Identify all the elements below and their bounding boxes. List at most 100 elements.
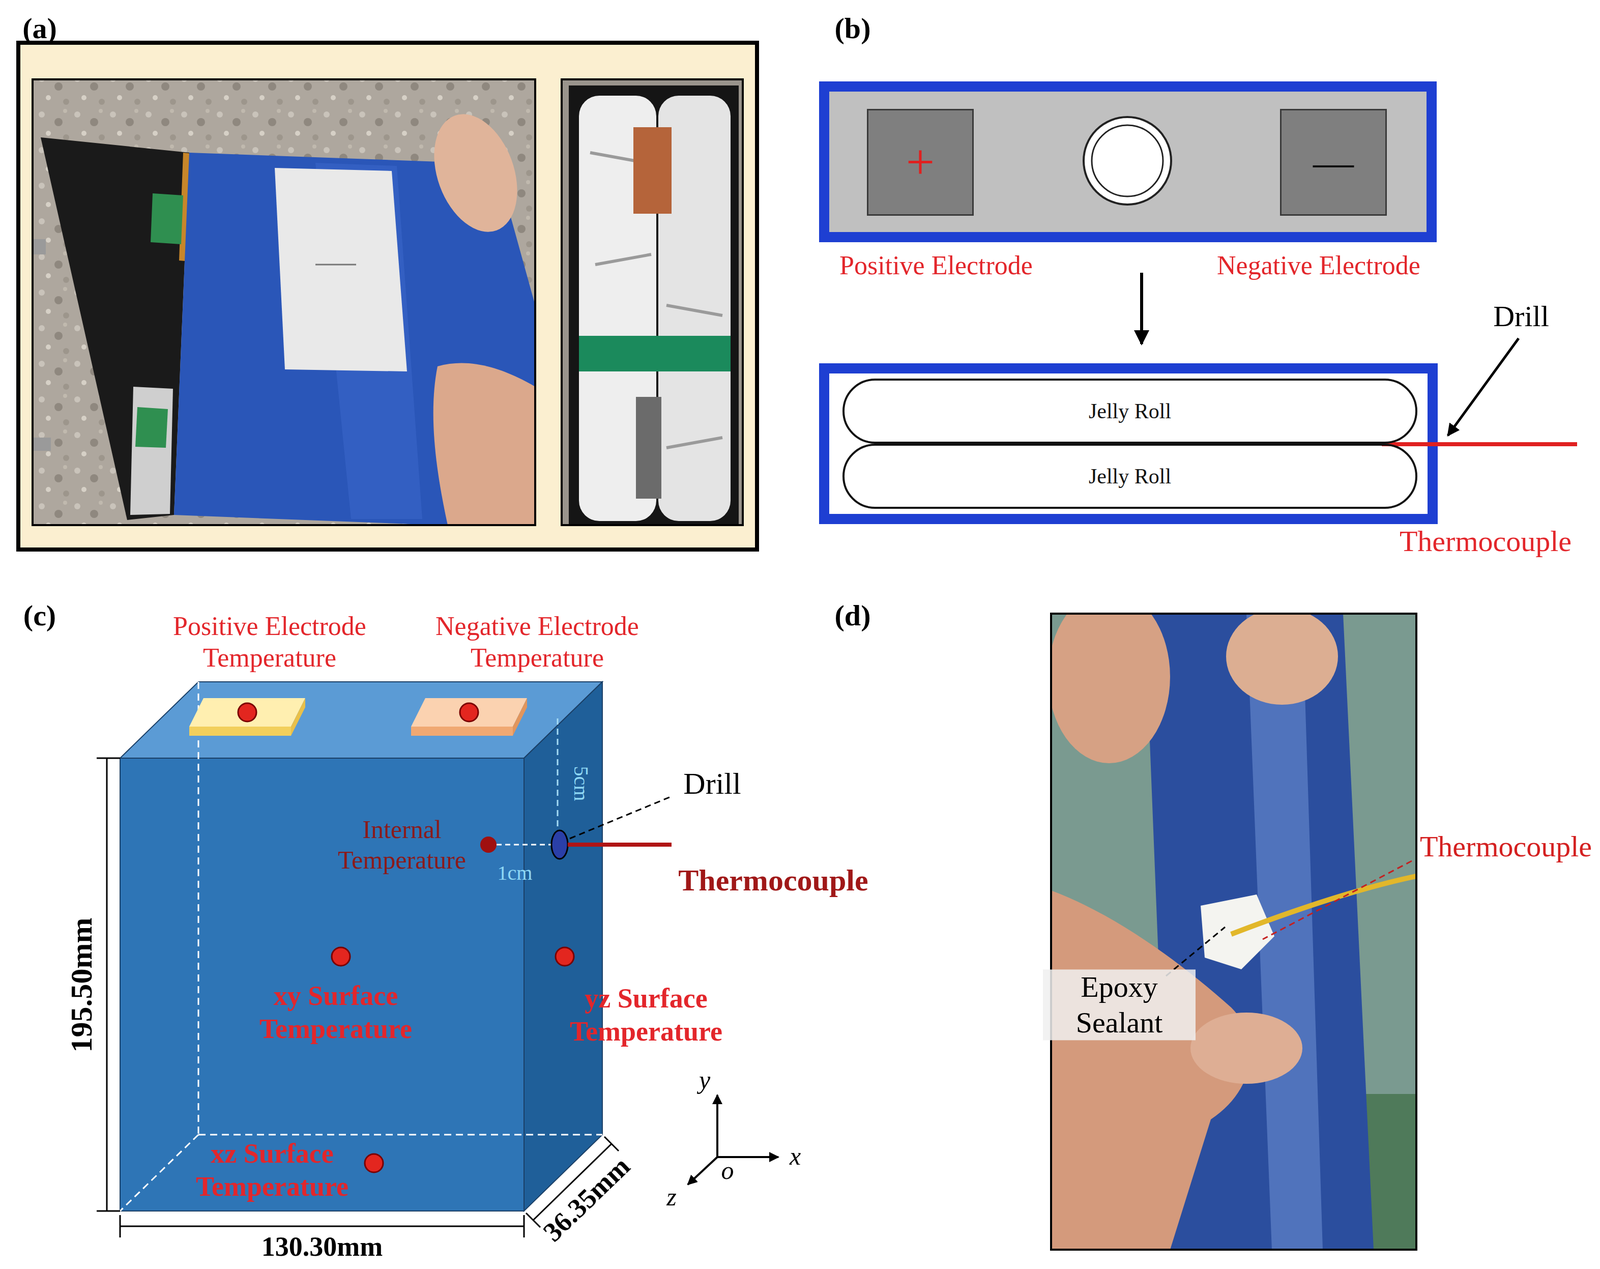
terminal-box: +	[866, 108, 974, 216]
part-label-holder: Drill	[1493, 298, 1550, 335]
photo-panel-a	[18, 42, 758, 550]
side-face	[524, 681, 603, 1211]
illustration-shape	[150, 193, 184, 245]
illustration-shape	[189, 726, 292, 736]
battery-photo	[32, 79, 536, 526]
part-label-holder: Positive Electrode	[839, 249, 1033, 282]
illustration-shape	[411, 697, 528, 727]
sensor-label: Negative Electrode Temperature	[417, 610, 657, 675]
dimension-label: 5cm	[568, 766, 594, 802]
illustration-shape	[512, 697, 528, 736]
dimension-label: 130.30mm	[261, 1230, 383, 1264]
illustration-shape	[561, 79, 743, 526]
illustration-shape	[119, 1214, 122, 1238]
front-face	[120, 758, 525, 1211]
illustration-shape	[1051, 613, 1171, 764]
drill-hole	[551, 830, 568, 859]
part-label-holder: Negative Electrode	[1216, 249, 1421, 282]
illustration-shape	[96, 1210, 121, 1212]
axis-label-holder: x	[789, 1140, 801, 1172]
positive-terminal	[189, 697, 306, 736]
node-text: —	[1313, 139, 1354, 185]
sensor-label: Internal Temperature	[320, 813, 484, 876]
illustration-shape	[1226, 613, 1338, 705]
illustration-shape	[197, 681, 200, 1135]
panel-frame	[1051, 613, 1417, 1250]
illustration-shape	[1231, 876, 1417, 935]
panel-frame	[18, 42, 758, 550]
insertion-guide	[496, 844, 552, 846]
part-label: Thermocouple	[1399, 523, 1572, 560]
sealing-photo	[1051, 613, 1417, 1250]
sensor-dot	[331, 947, 351, 966]
part-label: Positive Electrode	[839, 249, 1033, 282]
illustration-shape	[32, 79, 536, 526]
illustration-shape	[274, 167, 407, 372]
battery-3d-panel-c	[96, 681, 779, 1238]
terminal-box: —	[1280, 108, 1387, 216]
sensor-dot	[238, 703, 257, 722]
axis-label: x	[789, 1140, 801, 1172]
panel-label: (d)	[834, 597, 871, 634]
illustration-shape	[32, 239, 46, 255]
illustration-shape	[1190, 1012, 1303, 1084]
panel-label-holder: (a)	[22, 10, 57, 47]
sensor-dot	[480, 836, 497, 853]
sensor-dot	[364, 1153, 384, 1173]
leader-arrow	[1447, 338, 1519, 436]
panel-label-holder: (d)	[834, 597, 871, 634]
thermocouple-wire	[567, 842, 672, 847]
depth-guide	[557, 718, 559, 831]
sensor-dot	[555, 947, 574, 966]
dimension-label: 195.50mm	[63, 917, 100, 1053]
illustration-shape	[1166, 926, 1226, 976]
illustration-shape	[130, 386, 173, 515]
axis-label: o	[721, 1154, 735, 1186]
node-text: +	[906, 134, 935, 191]
cell-section-view	[824, 368, 1433, 519]
illustration-shape	[716, 1094, 719, 1157]
node-text: Jelly Roll	[1088, 399, 1172, 423]
thermocouple-wire	[1381, 442, 1578, 447]
part-label-holder: Thermocouple	[1419, 828, 1592, 865]
illustration-shape	[418, 102, 533, 244]
dimension-label-holder: 5cm	[568, 766, 594, 802]
part-label-holder: Drill	[683, 765, 741, 802]
illustration-shape	[411, 726, 513, 736]
panel-label-holder: (c)	[23, 597, 56, 634]
illustration-shape	[604, 1136, 619, 1151]
illustration-shape	[120, 1225, 525, 1228]
part-label-holder: Thermocouple	[1399, 523, 1572, 560]
part-label-holder: Epoxy Sealant	[1042, 969, 1196, 1040]
sensor-dot	[459, 703, 479, 722]
illustration-shape	[1262, 860, 1412, 940]
part-label: Drill	[1493, 298, 1550, 335]
panel-label-holder: (b)	[834, 10, 871, 47]
sensor-label: Positive Electrode Temperature	[150, 610, 390, 675]
sensor-label: xy Surface Temperature	[244, 979, 428, 1046]
illustration-shape	[523, 1214, 526, 1238]
cell-top-view	[824, 86, 1432, 238]
axis-label: y	[699, 1064, 711, 1095]
sensor-label-holder: xz Surface Temperature	[180, 1137, 364, 1204]
jelly-roll: Jelly Roll	[842, 443, 1418, 509]
illustration-shape	[687, 1156, 718, 1185]
sensor-label-holder: Positive Electrode Temperature	[150, 610, 390, 675]
illustration-shape	[106, 758, 108, 1211]
part-label: Epoxy Sealant	[1042, 969, 1196, 1040]
photo-panel-d	[1048, 590, 1417, 1250]
panel-label: (b)	[834, 10, 871, 47]
dimension-label-holder: 1cm	[497, 860, 533, 886]
part-label: Negative Electrode	[1216, 249, 1421, 282]
illustration-shape	[578, 335, 731, 372]
part-label-holder: Thermocouple	[678, 861, 868, 899]
illustration-shape	[635, 396, 662, 499]
node-text: Jelly Roll	[1088, 464, 1172, 488]
sensor-label-holder: yz Surface Temperature	[554, 981, 738, 1049]
jelly-roll: Jelly Roll	[842, 378, 1418, 444]
illustration-shape	[315, 264, 357, 266]
part-label: Thermocouple	[1419, 828, 1592, 865]
dimension-line	[96, 758, 619, 1238]
sensor-label-holder: Negative Electrode Temperature	[417, 610, 657, 675]
